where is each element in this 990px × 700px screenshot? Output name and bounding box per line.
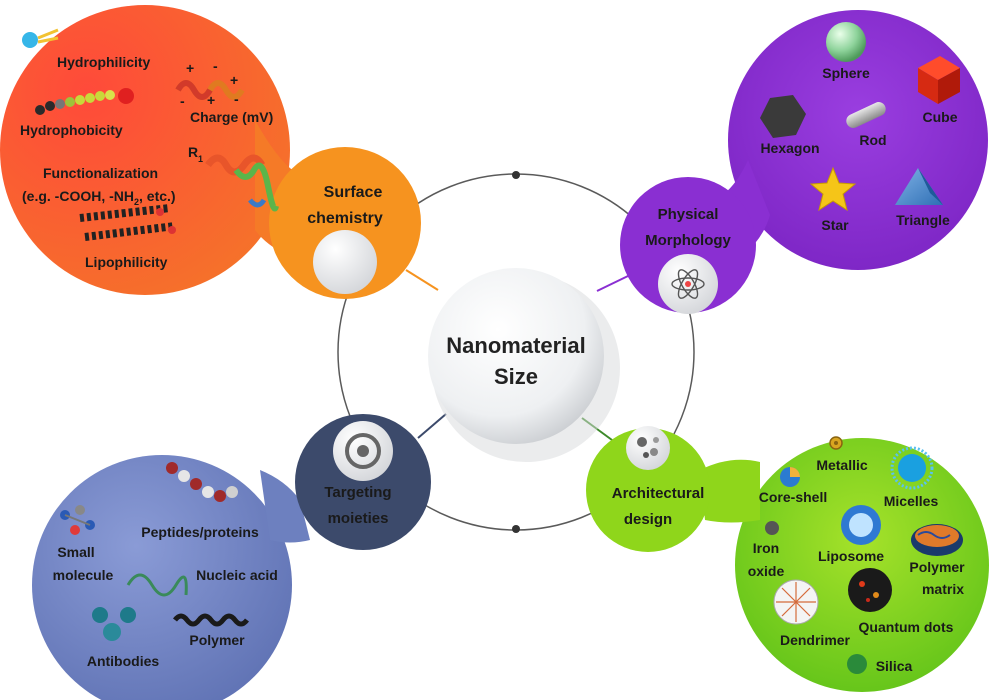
surface-hub-line1: Surface [324, 184, 383, 201]
center-title-line2: Size [494, 364, 538, 389]
ring-dot-top [512, 171, 520, 179]
hexagon-icon [760, 95, 806, 138]
physical-morphology-group: Physical Morphology Sphere Cube Hexagon … [620, 10, 988, 314]
surface-chemistry-group: Surface chemistry Hydrophilicity Hydroph… [0, 5, 421, 299]
hydrophobicity-icon [35, 88, 134, 115]
architecture-hub-line1: Architectural [612, 485, 705, 502]
surface-hub [269, 147, 421, 299]
peptides-proteins-icon [166, 462, 238, 502]
label-functionalization-2: (e.g. -COOH, -NH2, etc.) [22, 188, 176, 207]
charge-sign-4: - [180, 93, 185, 109]
connector-targeting [417, 413, 447, 439]
label-cube: Cube [923, 109, 958, 125]
sphere-icon [826, 22, 866, 62]
label-liposome: Liposome [818, 548, 884, 564]
micelles-icon [890, 446, 934, 490]
architecture-blob [735, 438, 989, 692]
charge-sign-3: + [230, 72, 238, 88]
label-triangle: Triangle [896, 212, 950, 228]
lipophilicity-molecule-icon [79, 204, 176, 241]
connector-morphology [596, 275, 629, 292]
nucleic-acid-icon [126, 573, 188, 597]
label-antibodies: Antibodies [87, 653, 160, 669]
small-molecule-icon [60, 505, 95, 535]
label-iron-2: oxide [748, 563, 785, 579]
atom-orbits [671, 269, 705, 299]
label-small-1: Small [57, 544, 94, 560]
morphology-hub-line1: Physical [658, 206, 719, 223]
surface-blob [0, 5, 290, 295]
label-metallic: Metallic [816, 457, 868, 473]
targeting-hub [295, 414, 431, 550]
cube-icon [918, 56, 960, 104]
dendrimer-icon [773, 579, 819, 625]
label-sphere: Sphere [822, 65, 870, 81]
morphology-hub-line2: Morphology [645, 232, 731, 249]
label-core-shell: Core-shell [759, 489, 827, 505]
center-title-line1: Nanomaterial [446, 333, 585, 358]
hydrophilicity-icon [22, 28, 59, 48]
star-icon [809, 166, 857, 212]
targeting-hub-line2: moieties [328, 510, 389, 527]
label-silica: Silica [876, 658, 913, 674]
antibodies-icon [92, 607, 136, 641]
label-rod: Rod [859, 132, 886, 148]
surface-hub-icon [313, 230, 377, 294]
label-charge: Charge (mV) [190, 109, 273, 125]
label-r: R [188, 144, 198, 160]
label-hexagon: Hexagon [760, 140, 819, 156]
label-r-sub: 1 [198, 154, 203, 164]
polymer-matrix-icon [911, 524, 963, 556]
label-hydrophilicity: Hydrophilicity [57, 54, 151, 70]
surface-hub-line2: chemistry [307, 210, 383, 227]
iron-oxide-icon [765, 521, 779, 535]
functional-helix-icon [205, 154, 279, 212]
label-polymer: Polymer [189, 632, 245, 648]
targeting-moieties-group: Targeting moieties Small molecule Peptid… [32, 414, 431, 700]
liposome-icon [841, 505, 881, 545]
polymer-chain-icon [173, 613, 249, 627]
charge-helix-icon [175, 80, 245, 100]
label-functionalization-1: Functionalization [43, 165, 158, 181]
label-hydrophobicity: Hydrophobicity [20, 122, 123, 138]
label-iron-1: Iron [753, 540, 779, 556]
charge-sign-6: - [234, 91, 239, 107]
ring-dot-bottom [512, 525, 520, 533]
charge-sign-1: + [186, 60, 194, 76]
label-star: Star [821, 217, 849, 233]
label-lipophilicity: Lipophilicity [85, 254, 168, 270]
label-polymer-matrix-1: Polymer [909, 559, 965, 575]
silica-icon [847, 654, 867, 674]
label-small-2: molecule [53, 567, 114, 583]
architecture-hub [586, 428, 710, 552]
architecture-hub-line2: design [624, 511, 672, 528]
center-circle [428, 268, 604, 444]
architectural-design-group: Architectural design Metallic Core-shell… [586, 426, 989, 692]
core-shell-icon [780, 467, 800, 487]
nanoparticles-icon [626, 426, 670, 470]
label-micelles: Micelles [884, 493, 939, 509]
metallic-icon [829, 436, 843, 450]
label-nucleic: Nucleic acid [196, 567, 278, 583]
label-polymer-matrix-2: matrix [922, 581, 964, 597]
label-dendrimer: Dendrimer [780, 632, 851, 648]
morphology-hub [620, 177, 756, 313]
targeting-blob [32, 455, 292, 700]
charge-sign-2: - [213, 58, 218, 74]
label-quantum-dots: Quantum dots [859, 619, 954, 635]
rod-icon [846, 102, 886, 128]
quantum-dots-icon [848, 568, 892, 612]
connector-surface [405, 269, 439, 291]
targeting-hub-line1: Targeting [324, 484, 391, 501]
charge-sign-5: + [207, 92, 215, 108]
triangle-icon [895, 168, 943, 205]
label-peptides: Peptides/proteins [141, 524, 259, 540]
